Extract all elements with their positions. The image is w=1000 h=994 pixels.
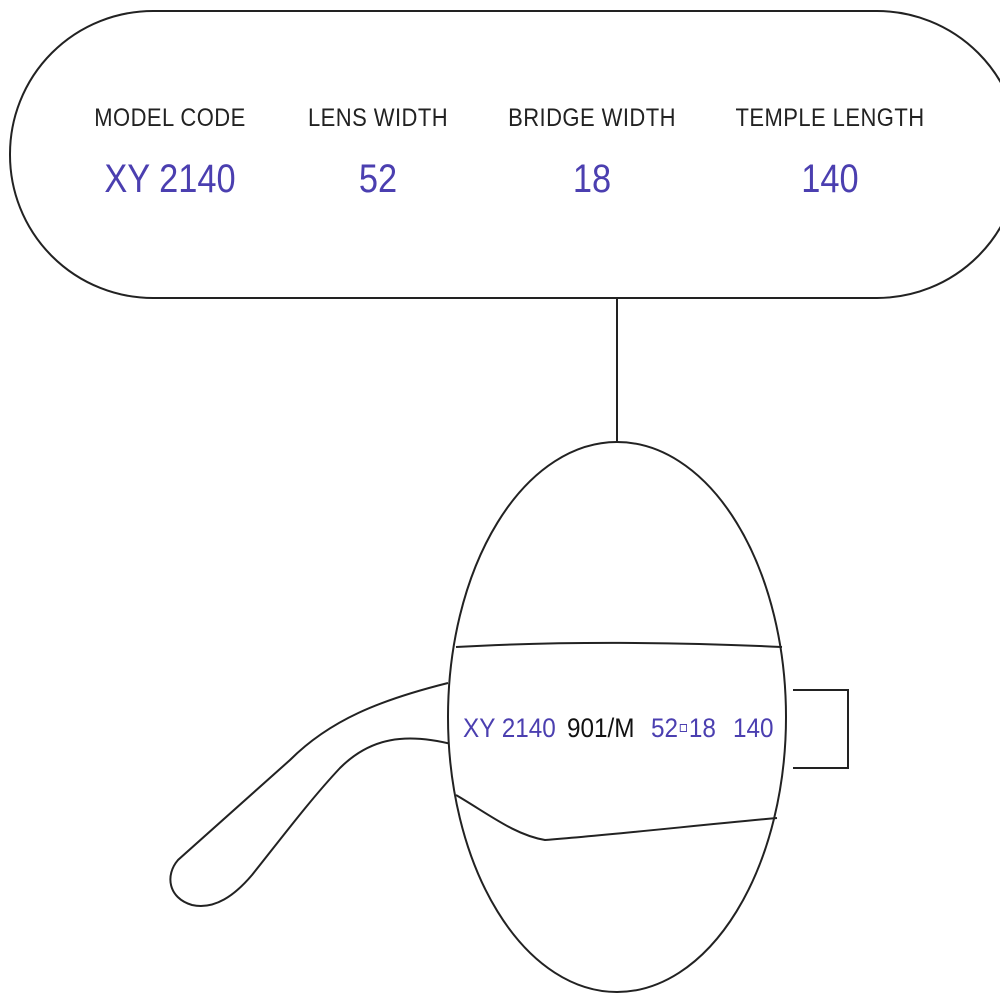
lens-box-icon [679, 723, 688, 732]
magnified-temple-band [455, 641, 783, 842]
imprint-size: 52 18 [651, 713, 716, 744]
spec-callout-card [9, 10, 1000, 299]
bridge-width-value: 18 [572, 157, 612, 201]
lens-width-value: 52 [358, 157, 398, 201]
bridge-width-label: BRIDGE WIDTH [508, 104, 676, 132]
magnifier-lens [447, 441, 787, 993]
imprint-color-code: 901/M [567, 713, 635, 743]
spec-field-temple-length: TEMPLE LENGTH 140 [720, 104, 940, 202]
temple-length-value: 140 [801, 157, 859, 201]
spec-field-model-code: MODEL CODE XY 2140 [60, 104, 280, 202]
lens-width-label: LENS WIDTH [307, 104, 449, 132]
imprint-temple-length: 140 [733, 713, 774, 743]
imprint-lens-width: 52 [651, 713, 679, 743]
spec-field-bridge-width: BRIDGE WIDTH 18 [482, 104, 702, 202]
temple-arm [169, 682, 849, 907]
spec-field-lens-width: LENS WIDTH 52 [268, 104, 488, 202]
model-code-label: MODEL CODE [94, 104, 246, 132]
imprint-model-code: XY 2140 [463, 713, 556, 743]
imprint-bridge-width: 18 [688, 713, 716, 743]
model-code-value: XY 2140 [104, 157, 236, 201]
temple-length-label: TEMPLE LENGTH [735, 104, 925, 132]
